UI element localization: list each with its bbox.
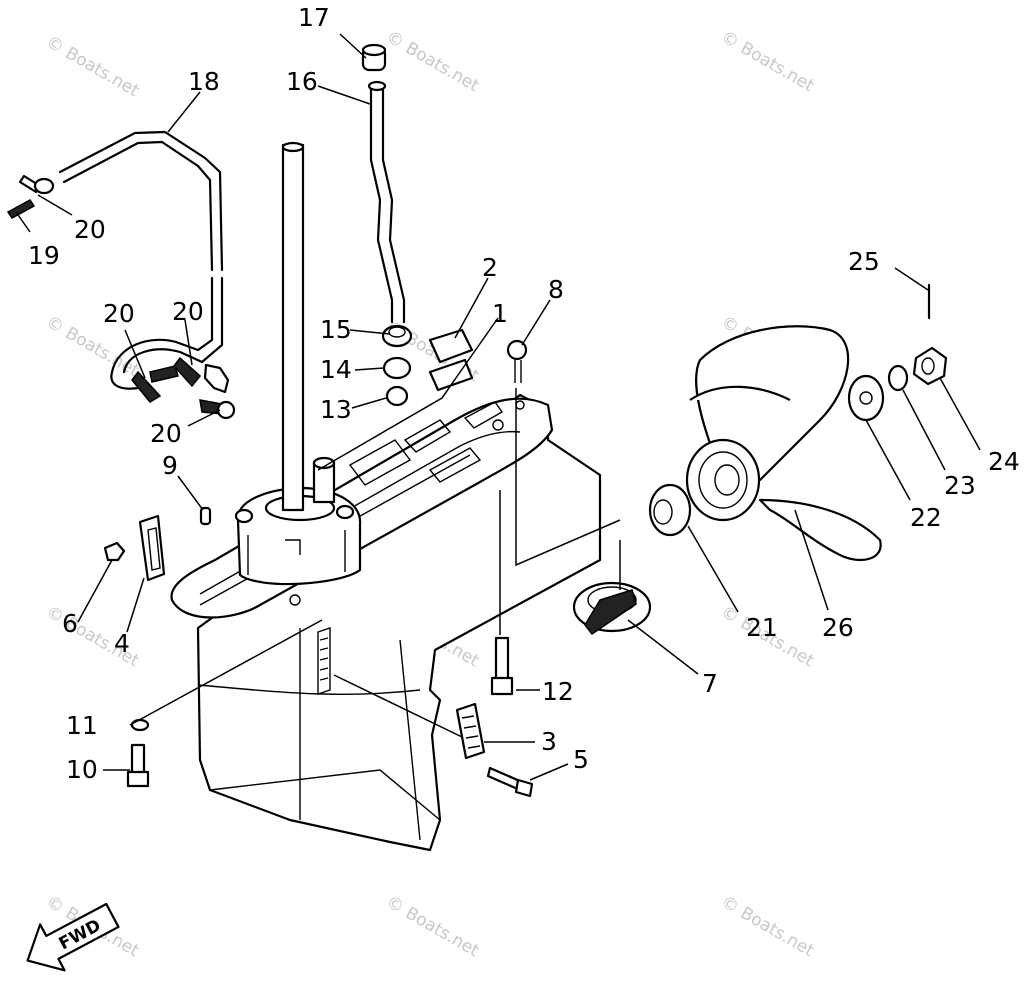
leader-lines <box>15 33 981 781</box>
callout-12: 12 <box>542 677 574 706</box>
callout-8: 8 <box>548 275 564 304</box>
callout-1: 1 <box>492 299 508 328</box>
callout-15: 15 <box>320 315 352 344</box>
callout-19: 19 <box>28 241 60 270</box>
callouts: 17 16 18 20 19 20 20 20 15 14 13 2 1 8 9… <box>28 3 1020 784</box>
callout-9: 9 <box>162 451 178 480</box>
propeller-assembly <box>572 283 948 636</box>
callout-22: 22 <box>910 503 942 532</box>
callout-17: 17 <box>298 3 330 32</box>
hose-18 <box>58 130 230 394</box>
watermark: © Boats.net <box>383 892 483 961</box>
callout-21: 21 <box>746 613 778 642</box>
callout-2: 2 <box>482 253 498 282</box>
callout-23: 23 <box>944 471 976 500</box>
callout-20: 20 <box>150 419 182 448</box>
forward-arrow: FWD <box>26 902 120 972</box>
watermark: © Boats.net <box>718 892 818 961</box>
callout-3: 3 <box>541 727 557 756</box>
callout-25: 25 <box>848 247 880 276</box>
callout-4: 4 <box>114 629 130 658</box>
callout-24: 24 <box>988 447 1020 476</box>
lower-casing <box>170 141 602 852</box>
callout-20: 20 <box>74 215 106 244</box>
callout-7: 7 <box>702 669 718 698</box>
callout-6: 6 <box>62 609 78 638</box>
callout-11: 11 <box>66 711 98 740</box>
callout-14: 14 <box>320 355 352 384</box>
watermark: © Boats.net <box>43 32 143 101</box>
callout-10: 10 <box>66 755 98 784</box>
watermark: © Boats.net <box>718 27 818 96</box>
callout-5: 5 <box>573 745 589 774</box>
water-tube-16 <box>361 43 406 324</box>
fittings <box>6 174 534 798</box>
callout-20: 20 <box>103 299 135 328</box>
callout-26: 26 <box>822 613 854 642</box>
callout-20: 20 <box>172 297 204 326</box>
callout-13: 13 <box>320 395 352 424</box>
watermark: © Boats.net <box>383 27 483 96</box>
callout-18: 18 <box>188 67 220 96</box>
callout-16: 16 <box>286 67 318 96</box>
